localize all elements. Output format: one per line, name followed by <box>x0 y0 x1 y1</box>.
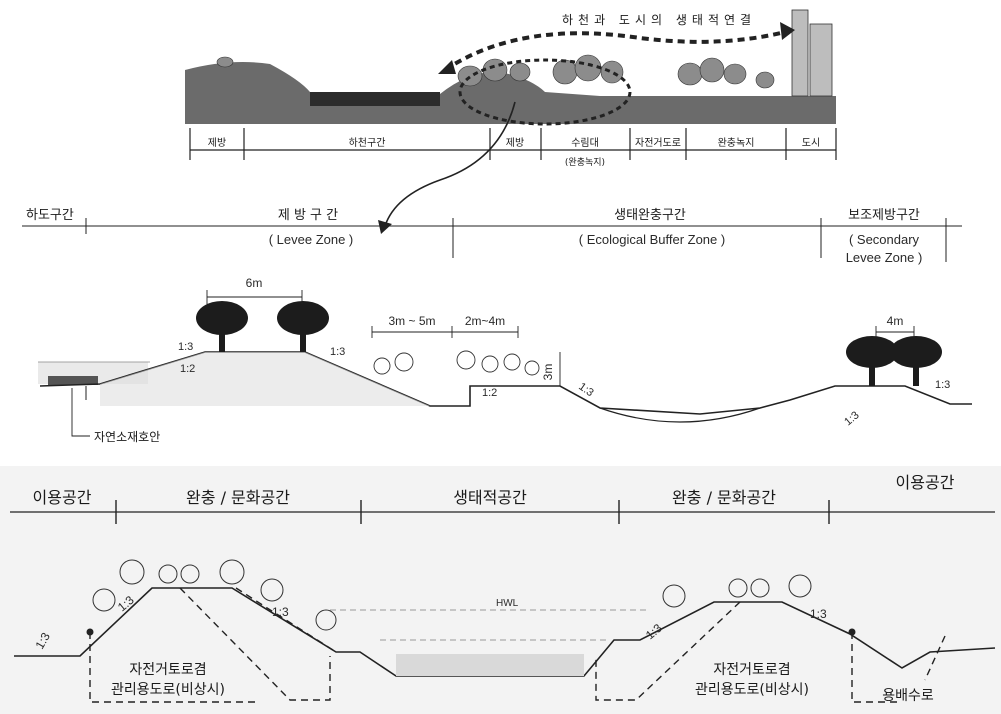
bottom-header-4: 이용공간 <box>896 473 955 492</box>
left-path-label-1: 자전거토로겸 <box>129 662 206 678</box>
zone-secondary-ko: 보조제방구간 <box>848 208 920 223</box>
top-zone-label-1: 하천구간 <box>349 136 386 149</box>
hwl-label: HWL <box>496 598 519 609</box>
bottom-slope-4: 1:3 <box>810 607 827 621</box>
dim-crest-width: 6m <box>246 276 263 290</box>
left-bollard <box>86 628 94 636</box>
top-zone-label-5: 완충녹지 <box>718 137 755 149</box>
top-buildings <box>791 9 833 97</box>
zone-river: 하도구간 <box>26 208 74 223</box>
detail-link-arrow <box>384 101 516 227</box>
channel-water <box>396 654 584 676</box>
bottom-trees <box>92 559 812 631</box>
zone-levee-ko: 제 방 구 간 <box>278 208 338 223</box>
top-zone-label-2: 제방 <box>506 137 524 149</box>
right-path-label-2: 관리용도로(비상시) <box>695 682 809 698</box>
eco-arrow-head-right <box>780 22 795 40</box>
eco-arrow-head-left <box>438 60 456 74</box>
slope-1: 1:3 <box>178 341 193 353</box>
slope-7: 1:3 <box>935 379 950 391</box>
dim-planting-b: 2m~4m <box>465 314 505 328</box>
zone-buffer-en: ( Ecological Buffer Zone ) <box>579 232 725 247</box>
top-zone-bar <box>189 128 837 160</box>
top-panel: 하천과 도시의 생태적연결 제방 하천구간 제방 수림대 자전거도로 완충녹지 … <box>185 9 837 234</box>
zone-secondary-en-1: ( Secondary <box>849 232 920 247</box>
dim-secondary-crest: 4m <box>887 314 904 328</box>
top-terrain <box>185 62 836 124</box>
zone-header-ticks <box>85 218 947 262</box>
middle-panel: 하도구간 제 방 구 간 ( Levee Zone ) 생태완충구간 ( Eco… <box>22 208 972 444</box>
levee-fill <box>100 352 430 406</box>
callout-label: 자연소재호안 <box>94 430 160 444</box>
channel-label: 용배수로 <box>882 688 934 704</box>
dim-planting-a: 3m ~ 5m <box>388 314 435 328</box>
top-zone-label-6: 도시 <box>802 137 820 149</box>
right-bollard <box>848 628 856 636</box>
bottom-header-2: 생태적공간 <box>453 488 527 507</box>
slope-2: 1:2 <box>180 363 195 375</box>
bottom-header-0: 이용공간 <box>33 488 92 507</box>
levee-trees <box>196 301 942 386</box>
bottom-terrain-profile <box>14 587 996 677</box>
bottom-header-1: 완충 / 문화공간 <box>186 488 290 507</box>
callout-leader <box>71 388 90 437</box>
bottom-dashed-outlines <box>89 587 946 703</box>
wetland-basin <box>599 407 761 423</box>
top-water <box>310 92 440 106</box>
left-path-label-2: 관리용도로(비상시) <box>111 682 225 698</box>
top-zone-label-4: 자전거도로 <box>635 137 681 149</box>
detail-link-arrow-head <box>378 220 392 234</box>
slope-4: 1:2 <box>482 387 497 399</box>
zone-buffer-ko: 생태완충구간 <box>614 208 686 223</box>
dimension-lines <box>206 290 915 386</box>
buffer-trees <box>373 350 540 376</box>
bottom-header-ticks <box>115 500 830 524</box>
right-path-label-1: 자전거토로겸 <box>713 662 790 678</box>
revetment-stones <box>48 376 98 385</box>
eco-loop-ellipse <box>458 58 632 126</box>
top-zone-label-3: 수림대 <box>571 137 599 149</box>
bottom-slope-2: 1:3 <box>272 605 289 619</box>
slope-3: 1:3 <box>330 346 345 358</box>
eco-connection-arrow <box>443 30 786 72</box>
zone-levee-en: ( Levee Zone ) <box>269 232 354 247</box>
arrow-caption: 하천과 도시의 생태적연결 <box>562 12 756 27</box>
top-zone-sublabel: (완충녹지) <box>565 157 605 168</box>
slope-6: 1:3 <box>842 409 861 428</box>
top-zone-label-0: 제방 <box>208 137 226 149</box>
dim-height: 3m <box>541 364 555 381</box>
zone-secondary-en-2: Levee Zone ) <box>846 250 923 265</box>
bottom-panel: 이용공간 완충 / 문화공간 생태적공간 완충 / 문화공간 이용공간 HWL <box>0 466 1001 714</box>
bottom-header-3: 완충 / 문화공간 <box>672 488 776 507</box>
